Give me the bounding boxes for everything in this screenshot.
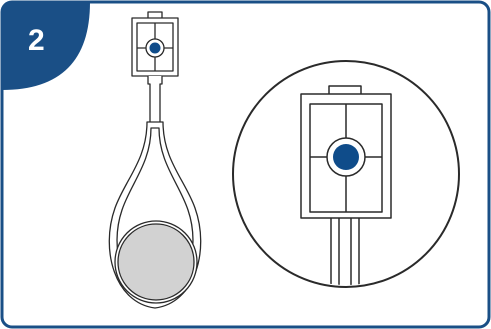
magnified-stem xyxy=(330,215,360,285)
device-stem xyxy=(147,76,163,129)
device-illustration xyxy=(108,11,202,309)
magnified-view xyxy=(232,60,460,288)
step-number: 2 xyxy=(28,24,45,57)
device-sensor-head xyxy=(131,11,179,77)
step-badge xyxy=(2,2,90,90)
device-sensor-dot xyxy=(149,42,161,54)
magnified-sensor-dot xyxy=(333,144,359,170)
